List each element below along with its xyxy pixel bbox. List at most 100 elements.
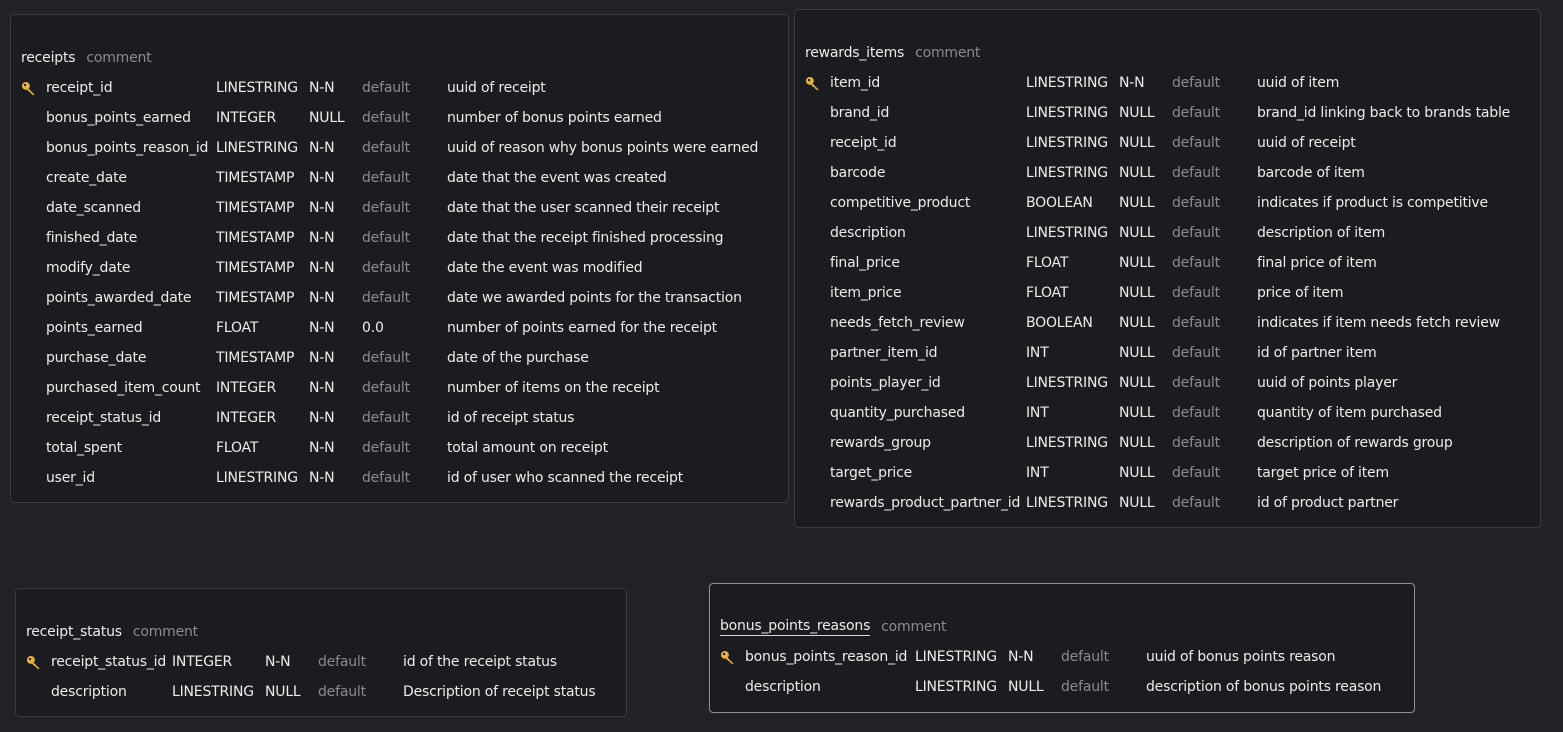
column-name[interactable]: quantity_purchased bbox=[830, 405, 965, 421]
column-default[interactable]: default bbox=[1172, 225, 1220, 241]
column-nullability[interactable]: NULL bbox=[1119, 315, 1155, 331]
column-type[interactable]: LINESTRING bbox=[216, 140, 298, 156]
column-nullability[interactable]: NULL bbox=[1119, 405, 1155, 421]
table-name[interactable]: rewards_items bbox=[805, 45, 905, 61]
column-nullability[interactable]: NULL bbox=[1008, 679, 1044, 695]
column-default[interactable]: default bbox=[362, 440, 410, 456]
column-comment[interactable]: id of the receipt status bbox=[403, 654, 557, 670]
column-nullability[interactable]: NULL bbox=[1119, 435, 1155, 451]
column-nullability[interactable]: N-N bbox=[309, 380, 335, 396]
column-default[interactable]: default bbox=[362, 380, 410, 396]
column-name[interactable]: rewards_product_partner_id bbox=[830, 495, 1021, 511]
column-default[interactable]: default bbox=[362, 140, 410, 156]
column-name[interactable]: receipt_id bbox=[46, 80, 113, 96]
column-default[interactable]: default bbox=[362, 350, 410, 366]
column-comment[interactable]: date the event was modified bbox=[447, 260, 643, 276]
column-default[interactable]: default bbox=[1172, 315, 1220, 331]
column-name[interactable]: purchase_date bbox=[46, 350, 147, 366]
column-name[interactable]: target_price bbox=[830, 465, 913, 481]
column-nullability[interactable]: N-N bbox=[309, 350, 335, 366]
table-comment[interactable]: comment bbox=[881, 619, 947, 635]
column-nullability[interactable]: NULL bbox=[1119, 345, 1155, 361]
column-nullability[interactable]: NULL bbox=[1119, 225, 1155, 241]
column-comment[interactable]: total amount on receipt bbox=[447, 440, 608, 456]
column-nullability[interactable]: N-N bbox=[309, 200, 335, 216]
column-comment[interactable]: brand_id linking back to brands table bbox=[1257, 105, 1511, 121]
column-nullability[interactable]: N-N bbox=[1119, 75, 1145, 91]
column-row[interactable]: bonus_points_reason_id LINESTRING N-N defau… bbox=[11, 133, 788, 163]
column-default[interactable]: default bbox=[1172, 285, 1220, 301]
column-nullability[interactable]: N-N bbox=[309, 140, 335, 156]
column-nullability[interactable]: NULL bbox=[1119, 195, 1155, 211]
column-default[interactable]: default bbox=[362, 260, 410, 276]
column-comment[interactable]: uuid of receipt bbox=[447, 80, 546, 96]
column-comment[interactable]: target price of item bbox=[1257, 465, 1389, 481]
column-type[interactable]: INT bbox=[1026, 405, 1049, 421]
column-comment[interactable]: uuid of bonus points reason bbox=[1146, 649, 1336, 665]
column-default[interactable]: default bbox=[1172, 435, 1220, 451]
column-nullability[interactable]: N-N bbox=[309, 260, 335, 276]
column-name[interactable]: receipt_status_id bbox=[51, 654, 167, 670]
column-comment[interactable]: number of items on the receipt bbox=[447, 380, 660, 396]
column-comment[interactable]: quantity of item purchased bbox=[1257, 405, 1442, 421]
column-default[interactable]: default bbox=[362, 200, 410, 216]
column-name[interactable]: finished_date bbox=[46, 230, 138, 246]
column-nullability[interactable]: N-N bbox=[309, 170, 335, 186]
column-type[interactable]: LINESTRING bbox=[216, 470, 298, 486]
column-name[interactable]: bonus_points_reason_id bbox=[745, 649, 908, 665]
column-nullability[interactable]: NULL bbox=[1119, 285, 1155, 301]
column-nullability[interactable]: N-N bbox=[309, 230, 335, 246]
column-type[interactable]: TIMESTAMP bbox=[216, 170, 295, 186]
column-default[interactable]: default bbox=[1061, 679, 1109, 695]
table-comment[interactable]: comment bbox=[86, 50, 152, 66]
column-type[interactable]: FLOAT bbox=[216, 320, 259, 336]
column-type[interactable]: LINESTRING bbox=[1026, 135, 1108, 151]
column-name[interactable]: bonus_points_earned bbox=[46, 110, 191, 126]
column-comment[interactable]: uuid of points player bbox=[1257, 375, 1398, 391]
column-type[interactable]: FLOAT bbox=[216, 440, 259, 456]
column-name[interactable]: partner_item_id bbox=[830, 345, 938, 361]
column-type[interactable]: TIMESTAMP bbox=[216, 350, 295, 366]
column-name[interactable]: competitive_product bbox=[830, 195, 971, 211]
column-type[interactable]: INTEGER bbox=[216, 110, 277, 126]
column-name[interactable]: bonus_points_reason_id bbox=[46, 140, 209, 156]
column-default[interactable]: default bbox=[362, 170, 410, 186]
column-default[interactable]: default bbox=[1172, 465, 1220, 481]
column-default[interactable]: default bbox=[362, 410, 410, 426]
column-nullability[interactable]: NULL bbox=[1119, 375, 1155, 391]
column-comment[interactable]: number of points earned for the receipt bbox=[447, 320, 717, 336]
column-comment[interactable]: date that the receipt finished processin… bbox=[447, 230, 724, 246]
column-comment[interactable]: id of receipt status bbox=[447, 410, 575, 426]
column-name[interactable]: needs_fetch_review bbox=[830, 315, 965, 331]
column-type[interactable]: TIMESTAMP bbox=[216, 230, 295, 246]
column-default[interactable]: default bbox=[1061, 649, 1109, 665]
column-default[interactable]: default bbox=[1172, 345, 1220, 361]
column-type[interactable]: LINESTRING bbox=[1026, 495, 1108, 511]
column-nullability[interactable]: N-N bbox=[309, 290, 335, 306]
column-type[interactable]: LINESTRING bbox=[1026, 375, 1108, 391]
table-bonus-points-reasons[interactable]: bonus_points_reasons comment bonus_point… bbox=[709, 583, 1415, 713]
column-type[interactable]: LINESTRING bbox=[1026, 435, 1108, 451]
column-default[interactable]: default bbox=[1172, 135, 1220, 151]
column-name[interactable]: user_id bbox=[46, 470, 95, 486]
